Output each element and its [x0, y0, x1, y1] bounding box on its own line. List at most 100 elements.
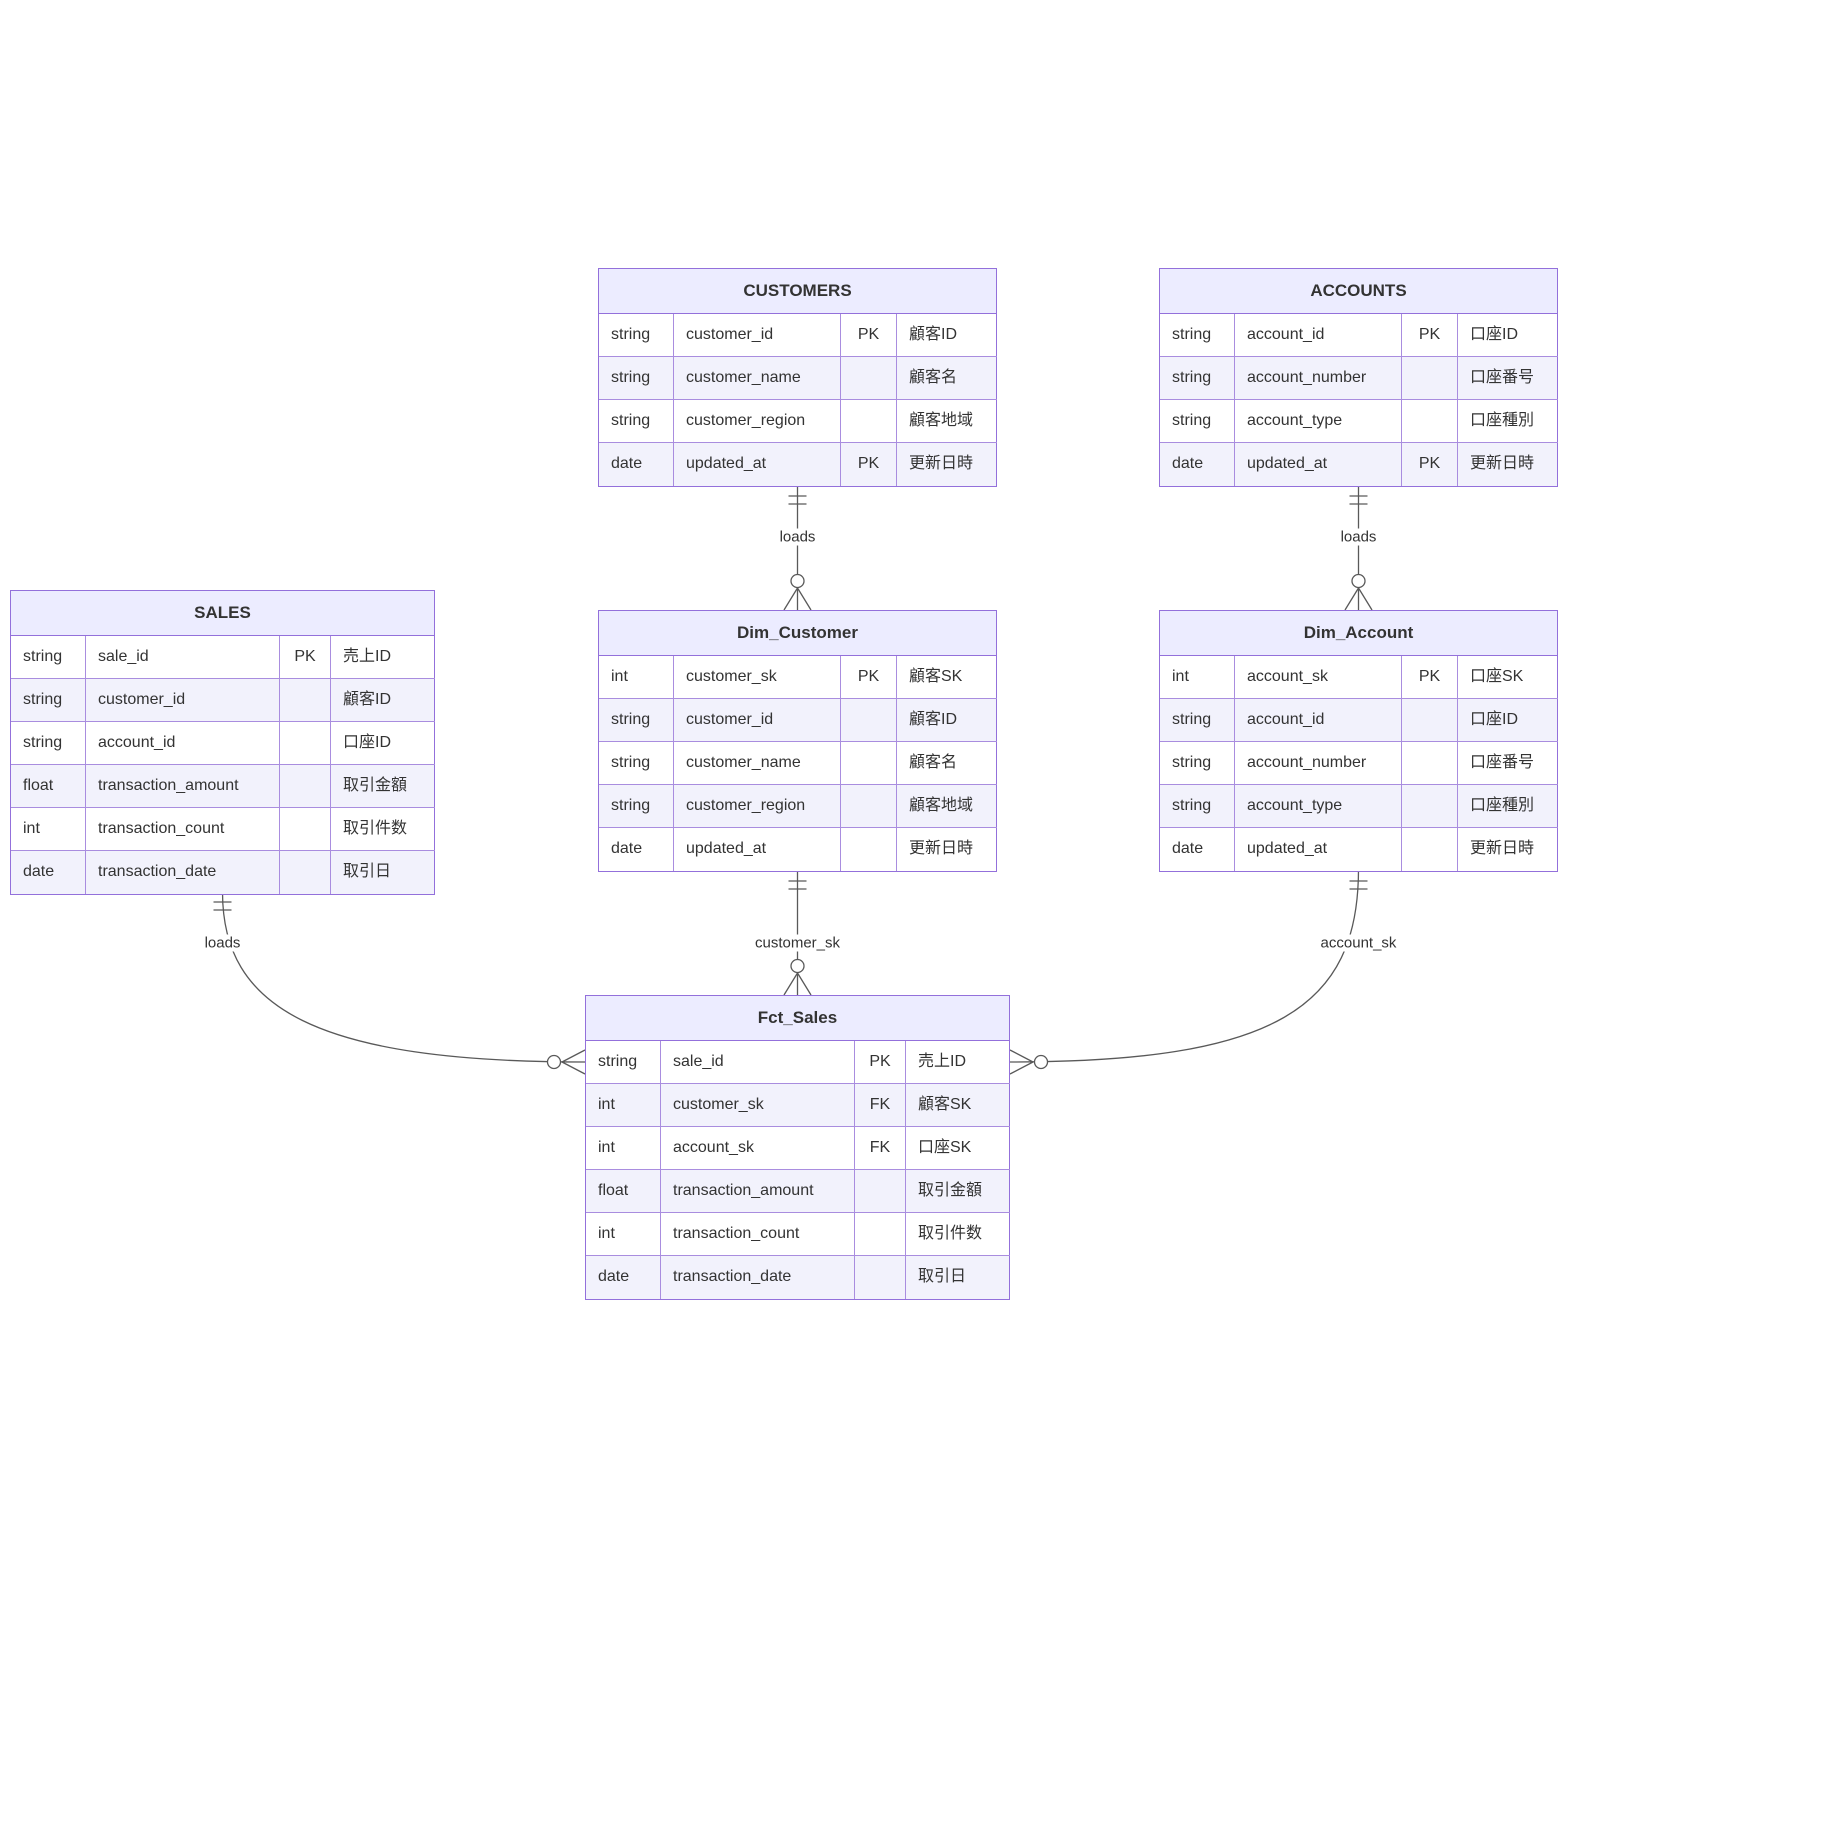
- attr-type: string: [586, 1041, 661, 1084]
- attr-name: account_type: [1235, 400, 1402, 443]
- attr-type: string: [599, 400, 674, 443]
- attr-comment: 口座ID: [1458, 314, 1558, 357]
- attr-type: int: [1160, 656, 1235, 699]
- attr-key: [280, 722, 331, 765]
- attr-comment: 取引件数: [331, 808, 435, 851]
- attr-key: [1402, 785, 1458, 828]
- attr-key: PK: [841, 314, 897, 357]
- attr-type: int: [599, 656, 674, 699]
- attr-type: string: [599, 357, 674, 400]
- attr-key: FK: [855, 1084, 906, 1127]
- edge-dim-account-fct-sales: [1009, 868, 1368, 1075]
- edge-label-loads-sales: loads: [199, 934, 246, 952]
- attr-name: updated_at: [1235, 828, 1402, 871]
- edge-accounts-dim-account: [1344, 484, 1373, 611]
- edge-dim-customer-fct-sales: [783, 869, 812, 996]
- attr-comment: 顧客地域: [897, 400, 997, 443]
- attr-comment: 口座種別: [1458, 785, 1558, 828]
- attr-comment: 口座SK: [1458, 656, 1558, 699]
- attr-comment: 口座ID: [331, 722, 435, 765]
- attr-type: string: [1160, 699, 1235, 742]
- attr-type: date: [11, 851, 86, 894]
- attr-name: customer_id: [674, 314, 841, 357]
- attr-type: string: [1160, 742, 1235, 785]
- attr-name: account_number: [1235, 742, 1402, 785]
- attr-key: [841, 828, 897, 871]
- attr-comment: 売上ID: [906, 1041, 1010, 1084]
- attr-key: [1402, 828, 1458, 871]
- attr-comment: 顧客SK: [906, 1084, 1010, 1127]
- attr-type: date: [1160, 443, 1235, 486]
- attr-name: account_type: [1235, 785, 1402, 828]
- attr-key: [855, 1213, 906, 1256]
- attr-comment: 更新日時: [909, 455, 974, 472]
- attr-name: updated_at: [1235, 443, 1402, 486]
- attr-name: customer_id: [674, 699, 841, 742]
- attr-name: customer_region: [674, 400, 841, 443]
- attr-key: [280, 679, 331, 722]
- edge-customers-dim-customer: [783, 484, 812, 611]
- attr-name: account_sk: [661, 1127, 855, 1170]
- attr-type: string: [599, 742, 674, 785]
- attr-comment: 顧客名: [897, 357, 997, 400]
- attr-key: [1402, 400, 1458, 443]
- attr-type: int: [586, 1084, 661, 1127]
- attr-type: string: [599, 314, 674, 357]
- attr-comment: 顧客SK: [897, 656, 997, 699]
- attr-comment: 口座番号: [1458, 742, 1558, 785]
- attr-type: float: [11, 765, 86, 808]
- attr-name: sale_id: [86, 636, 280, 679]
- attr-comment: 更新日時: [1470, 455, 1535, 472]
- attr-key: [841, 785, 897, 828]
- attr-type: string: [599, 699, 674, 742]
- attr-name: sale_id: [661, 1041, 855, 1084]
- attr-comment: 取引日: [343, 863, 392, 880]
- attr-name: customer_sk: [674, 656, 841, 699]
- attr-name: transaction_count: [86, 808, 280, 851]
- attr-name: transaction_count: [661, 1213, 855, 1256]
- attr-name: customer_region: [674, 785, 841, 828]
- edge-label-customer-sk: customer_sk: [749, 934, 846, 952]
- attr-key: PK: [841, 443, 897, 486]
- attr-type: string: [1160, 314, 1235, 357]
- entity-title-accounts: ACCOUNTS: [1160, 269, 1557, 314]
- attr-key: PK: [841, 656, 897, 699]
- attr-type: float: [586, 1170, 661, 1213]
- attr-key: [855, 1170, 906, 1213]
- attr-key: [1402, 742, 1458, 785]
- attr-name: customer_name: [674, 742, 841, 785]
- entity-title-fct-sales: Fct_Sales: [586, 996, 1009, 1041]
- attr-key: [280, 851, 331, 894]
- attr-comment: 取引金額: [906, 1170, 1010, 1213]
- entity-title-dim-customer: Dim_Customer: [599, 611, 996, 656]
- attr-key: [841, 699, 897, 742]
- attr-type: date: [1160, 828, 1235, 871]
- attr-type: int: [586, 1127, 661, 1170]
- entity-title-dim-account: Dim_Account: [1160, 611, 1557, 656]
